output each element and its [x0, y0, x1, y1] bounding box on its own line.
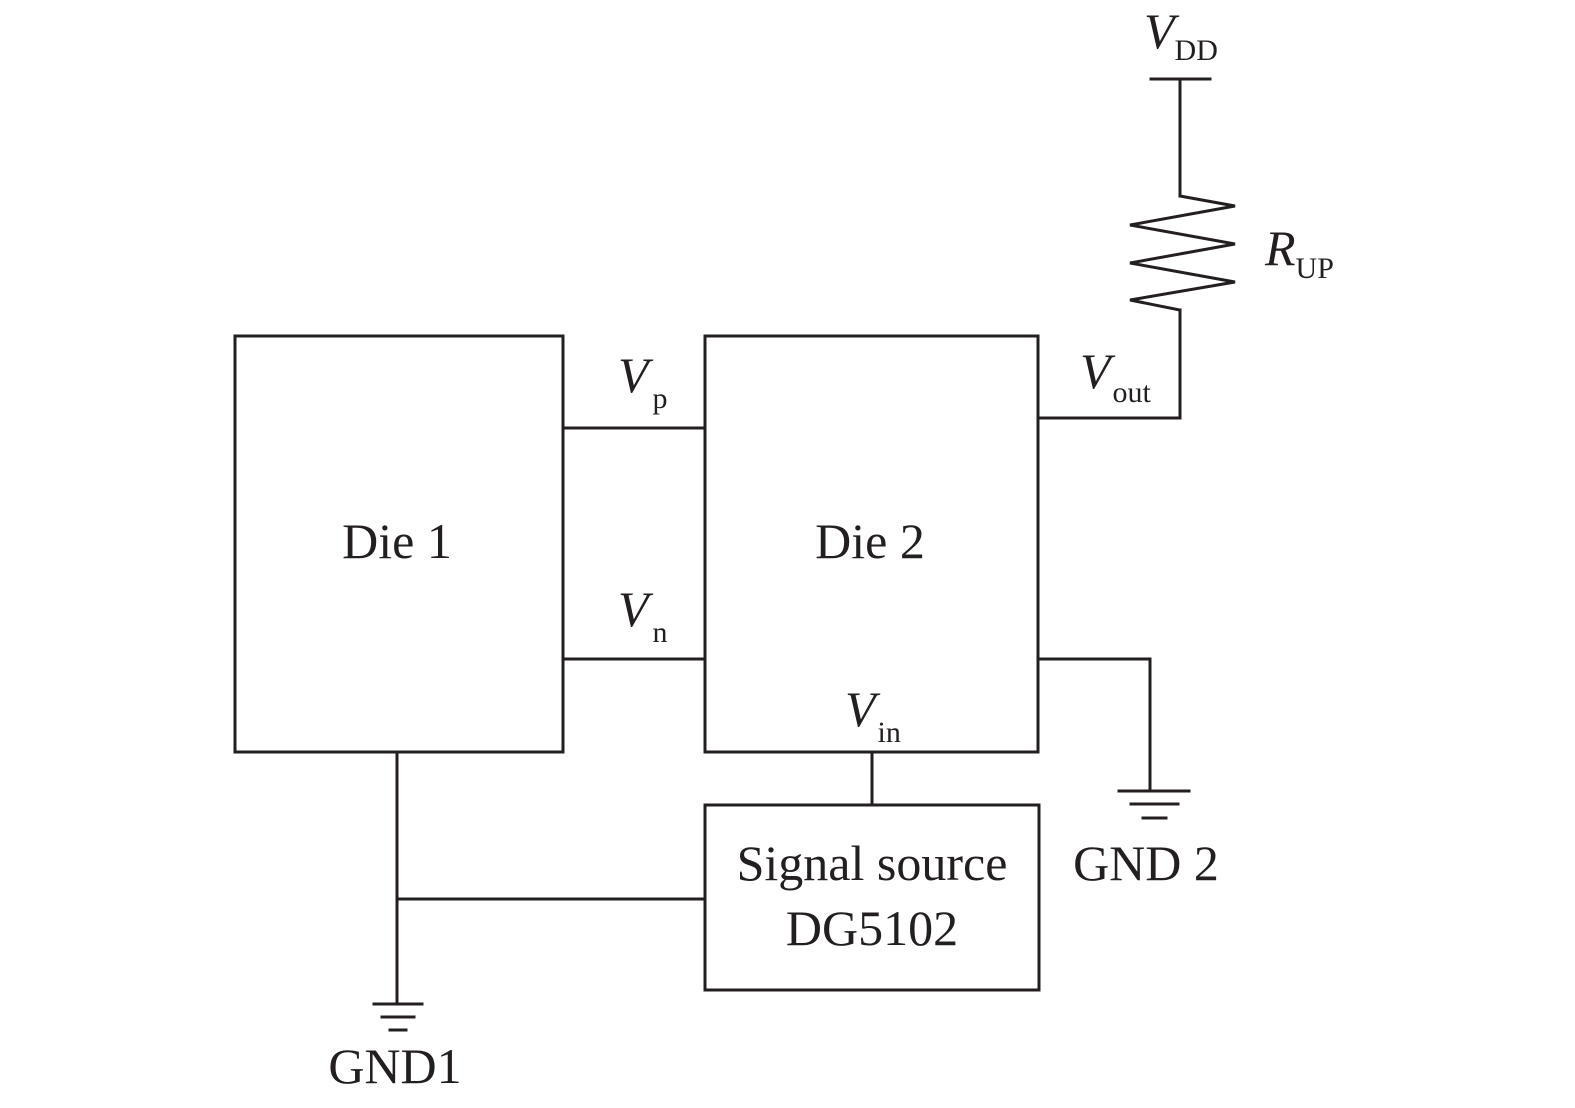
- gnd2-wire: [1036, 657, 1152, 793]
- vout-label: Vout: [1080, 343, 1152, 409]
- gnd2-ground-icon: [1117, 789, 1191, 820]
- signal-source-model: DG5102: [786, 900, 958, 956]
- die2-label: Die 2: [815, 513, 925, 569]
- die1-label: Die 1: [342, 513, 452, 569]
- die1-block: [233, 334, 565, 754]
- vdd-label: VDD: [1144, 3, 1218, 67]
- gnd1-ground-icon: [372, 1002, 424, 1032]
- resistor-icon: [1129, 194, 1236, 312]
- gnd2-label: GND 2: [1073, 835, 1219, 891]
- signal-source-block: [703, 803, 1041, 992]
- signal-source-label: Signal source: [737, 835, 1008, 891]
- rup-label: RUP: [1264, 220, 1334, 285]
- gnd1-label: GND1: [328, 1038, 461, 1094]
- vin-label: Vin: [845, 681, 901, 749]
- vout-wire: [1036, 308, 1182, 420]
